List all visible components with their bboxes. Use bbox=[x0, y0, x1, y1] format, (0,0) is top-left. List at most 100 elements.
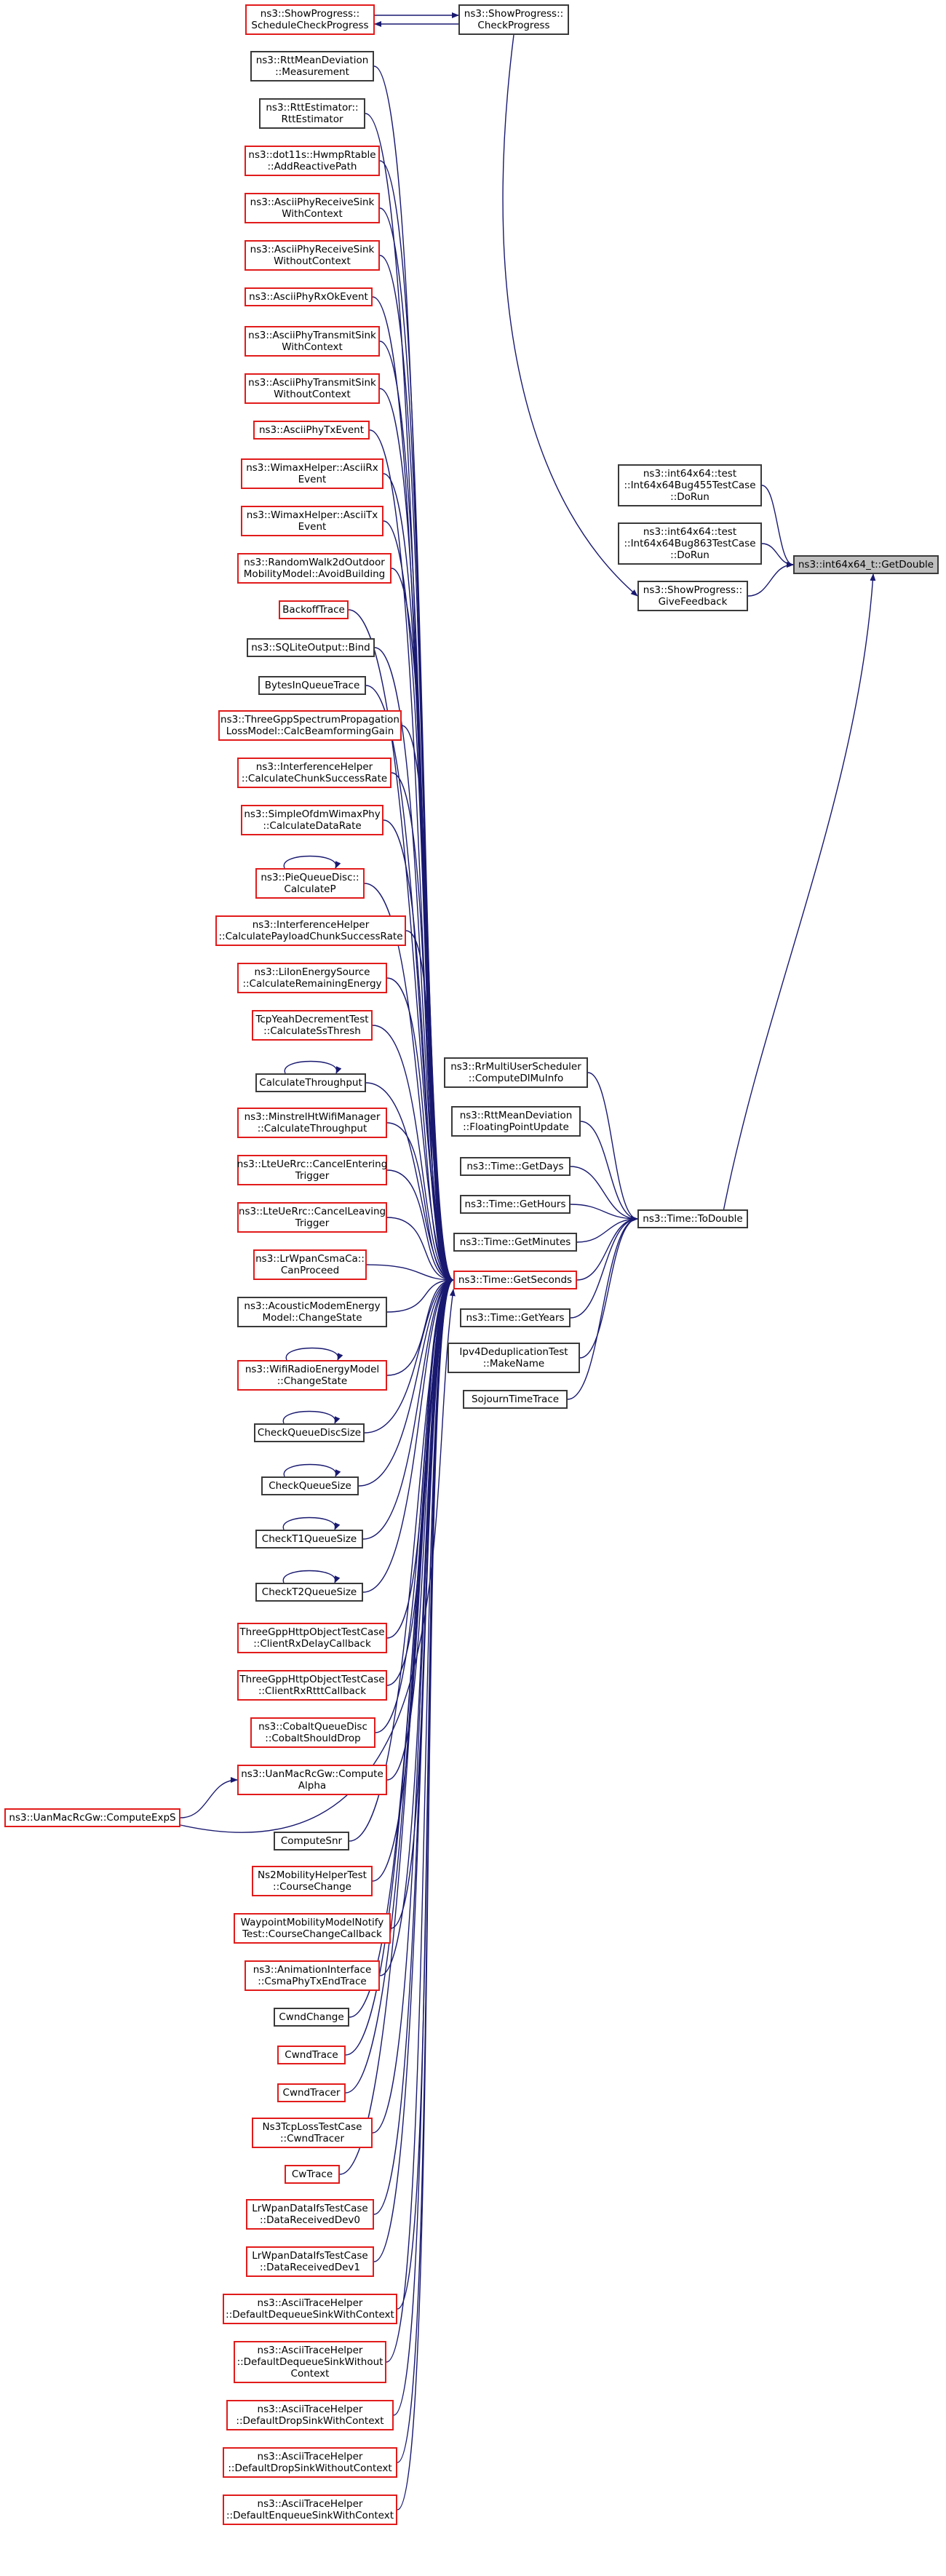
graph-node-threegpprxrttt[interactable]: ThreeGppHttpObjectTestCase ::ClientRxRtt… bbox=[237, 1670, 387, 1701]
graph-node-label: ns3::Time::ToDouble bbox=[643, 1213, 743, 1225]
graph-node-rrmulti[interactable]: ns3::RrMultiUserScheduler ::ComputeDlMuI… bbox=[444, 1057, 588, 1088]
graph-node-asciideqwith[interactable]: ns3::AsciiTraceHelper ::DefaultDequeueSi… bbox=[223, 2294, 397, 2324]
graph-node-getseconds[interactable]: ns3::Time::GetSeconds bbox=[453, 1271, 577, 1289]
graph-node-label: ns3::RttEstimator:: RttEstimator bbox=[266, 102, 359, 125]
graph-node-asciidropwithout[interactable]: ns3::AsciiTraceHelper ::DefaultDropSinkW… bbox=[223, 2447, 397, 2478]
graph-node-asciirxwith[interactable]: ns3::AsciiPhyReceiveSink WithContext bbox=[245, 193, 380, 223]
graph-node-asciidropwith[interactable]: ns3::AsciiTraceHelper ::DefaultDropSinkW… bbox=[226, 2400, 394, 2430]
graph-node-interfchunk[interactable]: ns3::InterferenceHelper ::CalculateChunk… bbox=[237, 758, 391, 788]
graph-node-randomwalk[interactable]: ns3::RandomWalk2dOutdoor MobilityModel::… bbox=[237, 553, 391, 584]
graph-node-label: ns3::AsciiPhyReceiveSink WithoutContext bbox=[250, 244, 375, 267]
graph-node-ns3tcploss[interactable]: Ns3TcpLossTestCase ::CwndTracer bbox=[252, 2118, 373, 2148]
graph-node-lrwpandev1[interactable]: LrWpanDataIfsTestCase ::DataReceivedDev1 bbox=[246, 2246, 374, 2277]
graph-node-rttmeasure[interactable]: ns3::RttMeanDeviation ::Measurement bbox=[250, 51, 374, 82]
graph-node-cwndtracer[interactable]: CwndTracer bbox=[277, 2083, 346, 2102]
graph-node-getyears[interactable]: ns3::Time::GetYears bbox=[460, 1308, 571, 1327]
graph-node-backofftrace[interactable]: BackoffTrace bbox=[279, 600, 349, 619]
graph-node-bytesinqueue[interactable]: BytesInQueueTrace bbox=[258, 676, 366, 695]
graph-node-rttfloat[interactable]: ns3::RttMeanDeviation ::FloatingPointUpd… bbox=[451, 1106, 581, 1137]
edge-todouble-to-getdouble bbox=[723, 573, 876, 1210]
graph-node-test455[interactable]: ns3::int64x64::test ::Int64x64Bug455Test… bbox=[618, 464, 762, 506]
graph-node-label: ns3::int64x64::test ::Int64x64Bug863Test… bbox=[624, 526, 756, 561]
graph-node-cwndchange[interactable]: CwndChange bbox=[274, 2008, 349, 2027]
graph-node-lrwpancsma[interactable]: ns3::LrWpanCsmaCa:: CanProceed bbox=[253, 1249, 367, 1280]
graph-node-asciitxwith[interactable]: ns3::AsciiPhyTransmitSink WithContext bbox=[245, 326, 380, 357]
graph-node-label: ns3::MinstrelHtWifiManager ::CalculateTh… bbox=[244, 1111, 381, 1134]
graph-node-label: ns3::UanMacRcGw::ComputeExpS bbox=[9, 1812, 176, 1824]
graph-node-computesnr[interactable]: ComputeSnr bbox=[274, 1832, 349, 1850]
edge-asciideqwithout-to-getseconds bbox=[386, 1277, 454, 2363]
edge-lrwpancsma-to-getseconds bbox=[366, 1264, 454, 1283]
edge-rttfloat-to-todouble bbox=[580, 1121, 638, 1222]
graph-node-uancompalpha[interactable]: ns3::UanMacRcGw::Compute Alpha bbox=[237, 1765, 387, 1795]
graph-node-schedulecheck[interactable]: ns3::ShowProgress:: ScheduleCheckProgres… bbox=[245, 4, 375, 35]
graph-node-label: CheckT1QueueSize bbox=[261, 1533, 357, 1545]
graph-node-asciitxwithout[interactable]: ns3::AsciiPhyTransmitSink WithoutContext bbox=[245, 373, 380, 404]
graph-node-asciienqwith[interactable]: ns3::AsciiTraceHelper ::DefaultEnqueueSi… bbox=[223, 2494, 397, 2525]
graph-node-ns2mobility[interactable]: Ns2MobilityHelperTest ::CourseChange bbox=[252, 1866, 373, 1896]
graph-node-gethours[interactable]: ns3::Time::GetHours bbox=[460, 1195, 571, 1214]
graph-node-interfpayload[interactable]: ns3::InterferenceHelper ::CalculatePaylo… bbox=[215, 915, 406, 946]
graph-node-label: ns3::SQLiteOutput::Bind bbox=[251, 642, 370, 653]
graph-node-minstrel[interactable]: ns3::MinstrelHtWifiManager ::CalculateTh… bbox=[237, 1108, 387, 1138]
graph-node-label: ns3::LrWpanCsmaCa:: CanProceed bbox=[255, 1253, 365, 1276]
graph-node-label: ns3::ShowProgress:: CheckProgress bbox=[464, 8, 564, 31]
graph-node-sqlite[interactable]: ns3::SQLiteOutput::Bind bbox=[247, 638, 375, 657]
graph-node-asciideqwithout[interactable]: ns3::AsciiTraceHelper ::DefaultDequeueSi… bbox=[234, 2341, 386, 2383]
graph-node-sojourn[interactable]: SojournTimeTrace bbox=[463, 1390, 568, 1409]
graph-node-cobalt[interactable]: ns3::CobaltQueueDisc ::CobaltShouldDrop bbox=[250, 1717, 375, 1748]
graph-node-givefeedback[interactable]: ns3::ShowProgress:: GiveFeedback bbox=[637, 581, 748, 611]
graph-node-waypoint[interactable]: WaypointMobilityModelNotify Test::Course… bbox=[234, 1913, 391, 1944]
graph-node-tcpyeah[interactable]: TcpYeahDecrementTest ::CalculateSsThresh bbox=[252, 1010, 373, 1041]
graph-node-wimaxtx[interactable]: ns3::WimaxHelper::AsciiTx Event bbox=[241, 506, 383, 536]
graph-node-wifiradio[interactable]: ns3::WifiRadioEnergyModel ::ChangeState bbox=[237, 1360, 387, 1391]
graph-node-label: ns3::Time::GetSeconds bbox=[458, 1274, 573, 1286]
graph-node-label: ns3::RandomWalk2dOutdoor MobilityModel::… bbox=[243, 557, 386, 580]
graph-node-acoustic[interactable]: ns3::AcousticModemEnergy Model::ChangeSt… bbox=[237, 1297, 387, 1327]
graph-node-label: ns3::dot11s::HwmpRtable ::AddReactivePat… bbox=[248, 149, 376, 172]
graph-node-checkt2[interactable]: CheckT2QueueSize bbox=[255, 1583, 363, 1602]
graph-node-label: ns3::RttMeanDeviation ::FloatingPointUpd… bbox=[459, 1110, 573, 1133]
graph-node-hwmp[interactable]: ns3::dot11s::HwmpRtable ::AddReactivePat… bbox=[245, 146, 380, 176]
graph-node-checkqueuedisc[interactable]: CheckQueueDiscSize bbox=[254, 1423, 365, 1442]
graph-node-animcsma[interactable]: ns3::AnimationInterface ::CsmaPhyTxEndTr… bbox=[245, 1960, 380, 1991]
graph-node-asciitxevent[interactable]: ns3::AsciiPhyTxEvent bbox=[253, 421, 370, 440]
graph-node-label: CalculateThroughput bbox=[259, 1077, 362, 1089]
edge-simpleofdm-to-getseconds bbox=[383, 819, 454, 1283]
edge-gethours-to-todouble bbox=[570, 1204, 638, 1222]
graph-node-threegpprxdelay[interactable]: ThreeGppHttpObjectTestCase ::ClientRxDel… bbox=[237, 1623, 387, 1653]
graph-node-threegppspec[interactable]: ns3::ThreeGppSpectrumPropagation LossMod… bbox=[218, 710, 402, 741]
graph-node-asciirxok[interactable]: ns3::AsciiPhyRxOkEvent bbox=[245, 287, 373, 306]
graph-node-label: ns3::AsciiPhyTransmitSink WithoutContext bbox=[248, 377, 376, 400]
graph-node-calcthroughput[interactable]: CalculateThroughput bbox=[255, 1073, 366, 1092]
graph-node-liion[interactable]: ns3::LiIonEnergySource ::CalculateRemain… bbox=[237, 963, 387, 993]
graph-node-label: ns3::int64x64::test ::Int64x64Bug455Test… bbox=[624, 468, 756, 503]
graph-node-checkt1[interactable]: CheckT1QueueSize bbox=[255, 1530, 363, 1549]
graph-node-label: BackoffTrace bbox=[282, 604, 345, 616]
graph-node-rttest[interactable]: ns3::RttEstimator:: RttEstimator bbox=[259, 98, 365, 129]
graph-node-cwndtrace[interactable]: CwndTrace bbox=[277, 2046, 346, 2064]
edge-randomwalk-to-getseconds bbox=[391, 568, 454, 1283]
graph-node-piequeue[interactable]: ns3::PieQueueDisc:: CalculateP bbox=[255, 868, 365, 899]
graph-node-computeexps[interactable]: ns3::UanMacRcGw::ComputeExpS bbox=[4, 1808, 180, 1827]
graph-node-simpleofdm[interactable]: ns3::SimpleOfdmWimaxPhy ::CalculateDataR… bbox=[241, 805, 383, 835]
graph-node-ltecancelenter[interactable]: ns3::LteUeRrc::CancelEntering Trigger bbox=[237, 1155, 387, 1185]
edge-checkt1-to-getseconds bbox=[362, 1277, 454, 1540]
graph-node-label: ThreeGppHttpObjectTestCase ::ClientRxDel… bbox=[239, 1626, 385, 1650]
graph-node-label: ns3::LteUeRrc::CancelLeaving Trigger bbox=[238, 1206, 386, 1229]
graph-node-cwtrace[interactable]: CwTrace bbox=[285, 2165, 340, 2184]
graph-node-test863[interactable]: ns3::int64x64::test ::Int64x64Bug863Test… bbox=[618, 522, 762, 565]
graph-node-wimaxrx[interactable]: ns3::WimaxHelper::AsciiRx Event bbox=[241, 458, 383, 489]
graph-node-checkqueue[interactable]: CheckQueueSize bbox=[261, 1476, 359, 1495]
graph-node-ipv4dedup[interactable]: Ipv4DeduplicationTest ::MakeName bbox=[448, 1343, 580, 1373]
graph-node-label: ns3::WimaxHelper::AsciiTx Event bbox=[246, 509, 378, 533]
graph-node-todouble[interactable]: ns3::Time::ToDouble bbox=[637, 1209, 748, 1228]
graph-node-asciirxwithout[interactable]: ns3::AsciiPhyReceiveSink WithoutContext bbox=[245, 240, 380, 271]
edge-ns2mobility-to-getseconds bbox=[372, 1277, 454, 1882]
graph-node-getminutes[interactable]: ns3::Time::GetMinutes bbox=[453, 1233, 577, 1252]
edge-checkqueue-to-checkqueue bbox=[283, 1463, 341, 1477]
graph-node-getdays[interactable]: ns3::Time::GetDays bbox=[460, 1157, 571, 1176]
graph-node-ltecancelleave[interactable]: ns3::LteUeRrc::CancelLeaving Trigger bbox=[237, 1202, 387, 1233]
graph-node-checkprogress[interactable]: ns3::ShowProgress:: CheckProgress bbox=[458, 4, 569, 35]
graph-node-lrwpandev0[interactable]: LrWpanDataIfsTestCase ::DataReceivedDev0 bbox=[246, 2199, 374, 2230]
